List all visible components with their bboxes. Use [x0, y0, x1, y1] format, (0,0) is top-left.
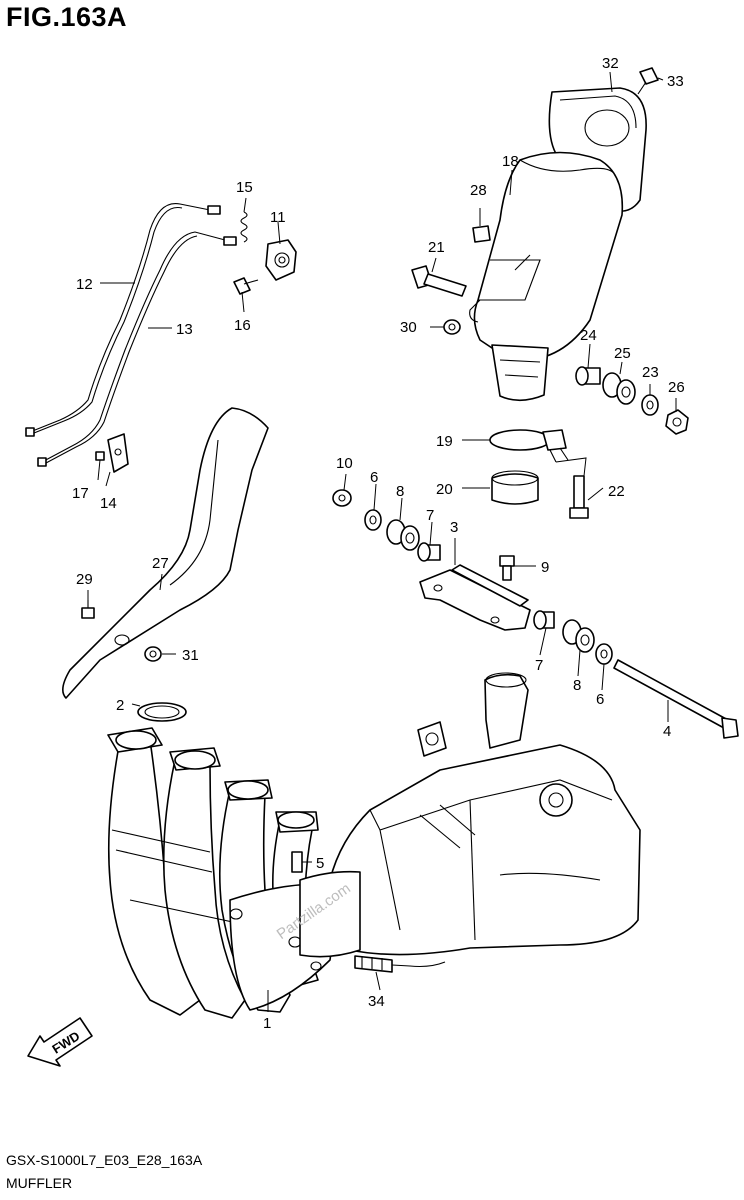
- collar-24: [575, 366, 601, 386]
- nut-31: [144, 646, 162, 662]
- callout-1: 1: [263, 1015, 271, 1032]
- figure-name: MUFFLER: [6, 1175, 73, 1191]
- bolt-16: [233, 277, 259, 295]
- exhaust-gasket: [137, 702, 187, 722]
- callout-7-lower: 7: [535, 657, 543, 674]
- muffler-cover: [548, 87, 647, 213]
- muffler-hanger-bracket: [419, 564, 531, 631]
- callout-25: 25: [614, 345, 631, 362]
- callout-17: 17: [72, 485, 89, 502]
- callout-15: 15: [236, 179, 253, 196]
- callout-8-upper: 8: [396, 483, 404, 500]
- bolt-21: [411, 265, 467, 297]
- callout-33: 33: [667, 73, 684, 90]
- exhaust-pipe-assembly: [107, 727, 341, 1019]
- grommet-25: [602, 372, 636, 405]
- figure-code: GSX-S1000L7_E03_E28_163A: [6, 1152, 203, 1168]
- callout-20: 20: [436, 481, 453, 498]
- exhaust-sensor: [354, 955, 446, 973]
- nut-30: [443, 319, 461, 335]
- callout-19: 19: [436, 433, 453, 450]
- callout-34: 34: [368, 993, 385, 1010]
- figure-title: FIG.163A: [6, 2, 128, 32]
- callout-12: 12: [76, 276, 93, 293]
- fwd-arrow: FWD: [27, 1017, 93, 1067]
- cable-bracket: [107, 433, 129, 473]
- callout-23: 23: [642, 364, 659, 381]
- clamp-19: [489, 429, 569, 463]
- callout-6-lower: 6: [596, 691, 604, 708]
- gasket-20: [491, 470, 539, 505]
- callout-28: 28: [470, 182, 487, 199]
- callout-9: 9: [541, 559, 549, 576]
- damper-stack-lower: [533, 610, 613, 665]
- damper-stack-upper: [332, 489, 441, 562]
- bolt-33: [637, 67, 659, 95]
- callout-21: 21: [428, 239, 445, 256]
- callout-18: 18: [502, 153, 519, 170]
- callout-31: 31: [182, 647, 199, 664]
- exhaust-chamber: [299, 672, 641, 958]
- leader-lines: [87, 71, 677, 1012]
- bolt-4: [613, 659, 739, 739]
- valve-actuator: [265, 239, 297, 281]
- callout-22: 22: [608, 483, 625, 500]
- callout-11: 11: [270, 209, 286, 226]
- bolt-22: [569, 475, 589, 519]
- callout-14: 14: [100, 495, 117, 512]
- callout-7-upper: 7: [426, 507, 434, 524]
- spring-15: [240, 211, 248, 243]
- heat-shield: [62, 407, 269, 699]
- callout-26: 26: [668, 379, 685, 396]
- callout-24: 24: [580, 327, 597, 344]
- valve-cables: [25, 202, 237, 467]
- washer-23: [641, 394, 659, 416]
- bolt-17: [95, 451, 105, 461]
- muffler-pad: [472, 225, 491, 243]
- callout-10: 10: [336, 455, 353, 472]
- callout-30: 30: [400, 319, 417, 336]
- callout-labels: 32 33 18 28 21 30 24 25 23 26 19 20 22 1…: [72, 55, 685, 1032]
- callout-2: 2: [116, 697, 124, 714]
- callout-8-lower: 8: [573, 677, 581, 694]
- callout-6-upper: 6: [370, 469, 378, 486]
- callout-5: 5: [316, 855, 324, 872]
- bolt-29: [81, 600, 95, 619]
- callout-27: 27: [152, 555, 169, 572]
- callout-16: 16: [234, 317, 251, 334]
- callout-3: 3: [450, 519, 458, 536]
- muffler-body: [469, 151, 624, 402]
- callout-13: 13: [176, 321, 193, 338]
- callout-32: 32: [602, 55, 619, 72]
- bolt-9: [499, 555, 515, 581]
- callout-4: 4: [663, 723, 671, 740]
- callout-29: 29: [76, 571, 93, 588]
- nut-26: [665, 409, 689, 435]
